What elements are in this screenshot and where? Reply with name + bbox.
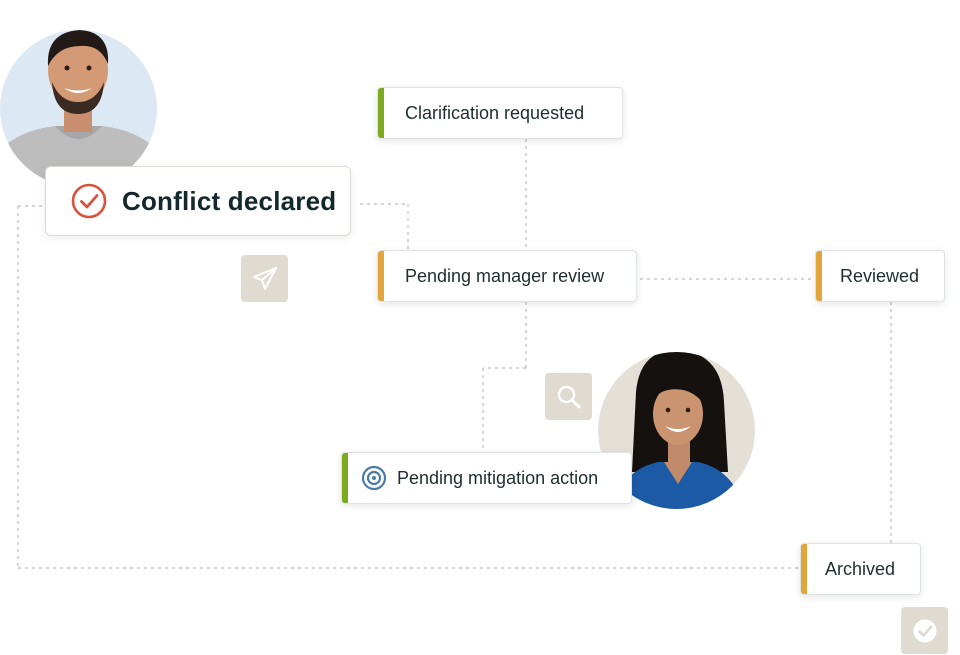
status-archived[interactable]: Archived: [800, 543, 921, 595]
check-badge-icon: [913, 619, 936, 642]
search-tile[interactable]: [545, 373, 592, 420]
status-pending-manager-review[interactable]: Pending manager review: [377, 250, 637, 302]
status-label: Reviewed: [840, 265, 920, 286]
status-reviewed[interactable]: Reviewed: [815, 250, 945, 302]
status-accent-bar: [801, 544, 807, 594]
status-label: Pending mitigation action: [397, 467, 599, 488]
target-icon: [361, 465, 387, 491]
conflict-declared-label: Conflict declared: [122, 185, 337, 216]
status-label: Archived: [825, 558, 896, 579]
avatar-man: [0, 30, 157, 187]
paper-plane-icon: [252, 266, 277, 290]
status-pending-mitigation-action[interactable]: Pending mitigation action: [341, 452, 632, 504]
done-tile[interactable]: [901, 607, 948, 654]
status-label: Pending manager review: [405, 265, 605, 286]
status-accent-bar: [378, 251, 384, 301]
magnifier-icon: [557, 385, 580, 408]
status-clarification-requested[interactable]: Clarification requested: [377, 87, 623, 139]
status-label: Clarification requested: [405, 102, 585, 123]
conflict-declared-card[interactable]: Conflict declared: [45, 166, 351, 236]
send-tile[interactable]: [241, 255, 288, 302]
check-circle-icon: [71, 183, 107, 219]
status-accent-bar: [816, 251, 822, 301]
status-accent-bar: [378, 88, 384, 138]
status-accent-bar: [342, 453, 348, 503]
